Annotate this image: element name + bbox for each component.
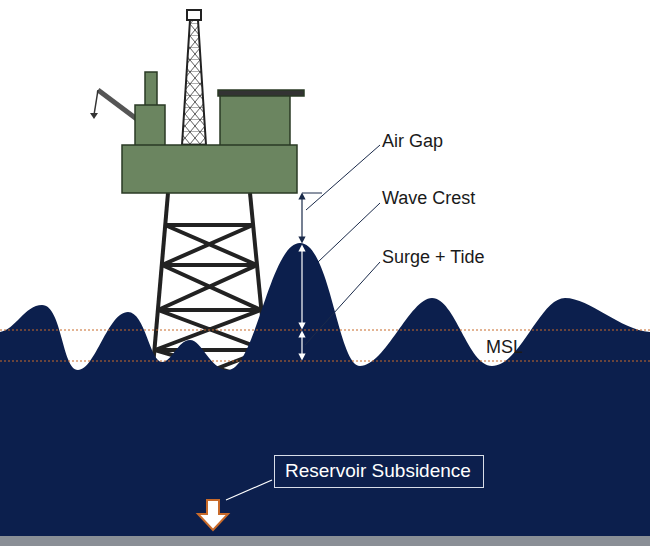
- sea: [0, 243, 650, 546]
- surge-tide-dimension: [301, 334, 302, 357]
- wave-crest-dimension: [301, 248, 302, 326]
- surge-tide-label: Surge + Tide: [382, 248, 485, 268]
- dimension-tick: [302, 193, 322, 194]
- leader-line: [306, 145, 380, 210]
- subsidence-box: Reservoir Subsidence: [274, 455, 484, 488]
- msl-label: MSL: [486, 338, 523, 358]
- leader-line: [226, 480, 272, 500]
- seabed: [0, 536, 650, 546]
- air-gap-label: Air Gap: [382, 132, 443, 152]
- surge-level-line: [0, 329, 650, 330]
- msl-line: [0, 360, 650, 361]
- platform-modules: [122, 72, 304, 193]
- leader-line: [305, 262, 380, 345]
- air-gap-dimension: [301, 196, 302, 240]
- crane: [90, 90, 138, 120]
- derrick: [182, 10, 206, 145]
- subsidence-arrow: [198, 500, 228, 530]
- box-text: Reservoir Subsidence: [285, 460, 473, 483]
- leader-line: [318, 203, 380, 262]
- wave-crest-label: Wave Crest: [382, 189, 475, 209]
